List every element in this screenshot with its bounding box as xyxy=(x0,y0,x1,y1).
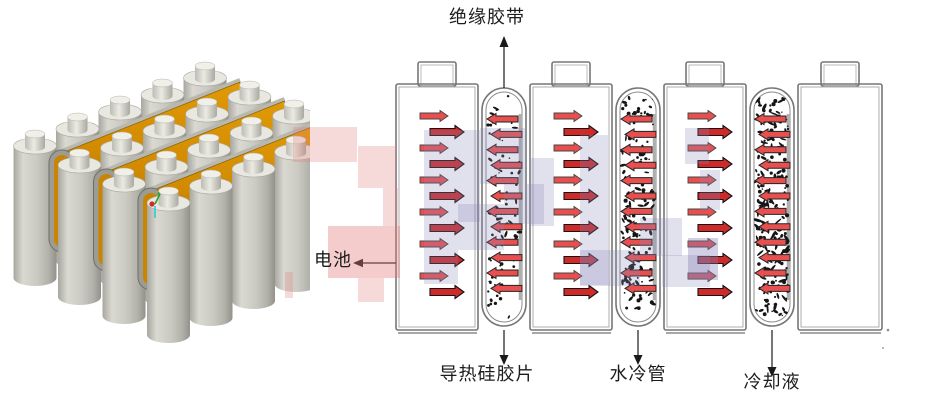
battery-pack-3d-render xyxy=(13,61,310,343)
battery-cell-1 xyxy=(395,61,479,334)
speck xyxy=(886,328,890,332)
leader-arrowhead-up xyxy=(499,36,509,47)
label-coolant: 冷却液 xyxy=(743,372,801,393)
leader-arrowhead-down-2 xyxy=(633,355,643,365)
heat-arrows-right xyxy=(419,109,465,300)
heat-arrows-left xyxy=(620,112,657,295)
leader-arrowhead-down-3 xyxy=(767,367,777,377)
battery-cell-2 xyxy=(529,61,613,334)
label-thermal-pad: 导热硅胶片 xyxy=(439,364,535,385)
thermal-pad-capsule xyxy=(481,87,527,327)
battery-cell-3 xyxy=(663,61,747,334)
label-battery: 电池 xyxy=(314,250,352,271)
heat-arrows-left xyxy=(754,112,791,295)
callout-leaders xyxy=(362,46,773,368)
battery-cell-4 xyxy=(797,61,883,334)
coolant-capsule xyxy=(749,87,795,327)
heat-arrows-right xyxy=(553,109,599,300)
water-tube-capsule xyxy=(615,87,661,327)
label-water-tube: 水冷管 xyxy=(609,364,667,385)
leader-arrowhead-down-1 xyxy=(499,355,509,365)
label-insulating-tape: 绝缘胶带 xyxy=(449,7,525,28)
heat-arrows-right xyxy=(687,109,733,300)
texture-stipple xyxy=(620,95,656,311)
leader-arrowhead-left xyxy=(353,258,363,268)
heat-arrows-left xyxy=(486,112,523,295)
speck xyxy=(881,346,885,350)
